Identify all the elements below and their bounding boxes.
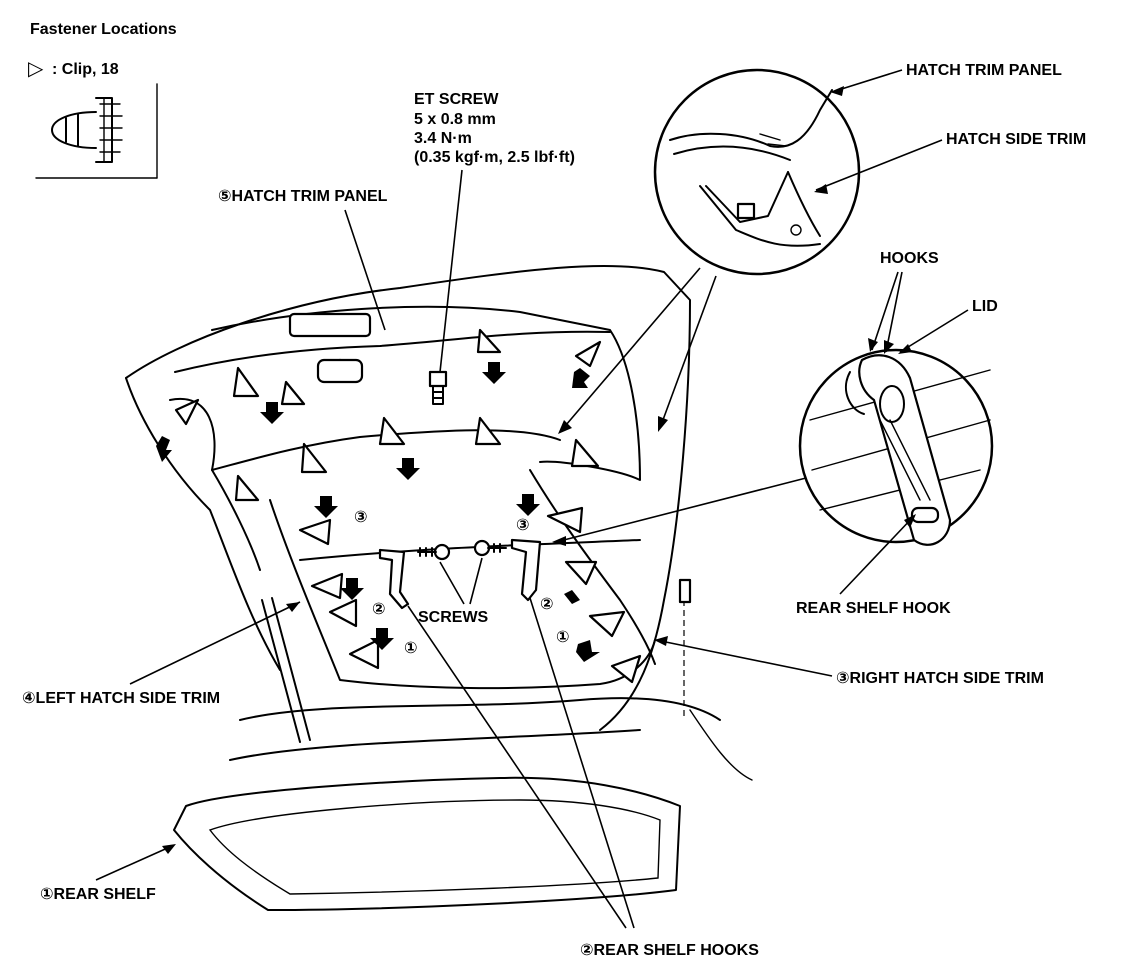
clip-marker [546,506,584,534]
clip-marker [378,416,406,446]
rear-shelf-hook-left [378,548,410,610]
clip-markers [174,328,642,684]
et-screw-torque-alt: (0.35 kgf·m, 2.5 lbf·ft) [414,149,575,166]
step-marker-three: ③ [354,509,368,526]
removal-direction-arrows [156,362,600,662]
rear-shelf-leader [95,845,173,881]
clip-marker [588,610,626,638]
lid-label: LID [972,298,998,315]
right-hatch-side-trim-leader [655,639,833,677]
rear-shelf-hook-right [510,538,542,602]
detail-hatch-side-trim-leader [815,139,943,191]
rear-shelf-hooks-leader [407,597,635,929]
clip-marker [570,438,600,468]
clip-marker [300,442,328,474]
clip-legend-text: : Clip, 18 [52,61,119,78]
right-hatch-side-trim-label: ③RIGHT HATCH SIDE TRIM [836,670,1044,687]
step-marker-two: ② [372,601,386,618]
detail-hatch-trim-panel-leader [831,69,903,93]
screw-left [417,543,451,561]
clip-marker [310,572,344,600]
detail-hatch-trim-panel-label: HATCH TRIM PANEL [906,62,1062,79]
hooks-leader [871,271,903,353]
hooks-label: HOOKS [880,250,939,267]
diagram-title: Fastener Locations [30,21,177,38]
detail1-pointer [659,275,717,429]
screws-label: SCREWS [418,609,489,626]
clip-marker [328,598,358,628]
detail-hatch-side-trim [653,68,861,276]
detail1-pointer [559,267,701,433]
clip-marker [174,398,200,426]
hatch-trim-panel-leader [344,209,386,331]
clip-marker [474,416,502,446]
left-hatch-side-trim-label: ④LEFT HATCH SIDE TRIM [22,690,220,707]
clip-marker [234,474,260,502]
clip-marker [298,518,332,546]
et-screw [428,370,448,405]
clip-marker [610,654,642,684]
clip-marker [280,380,306,406]
screws-leader [439,557,483,605]
step-marker-three: ③ [516,517,530,534]
step-marker-one: ① [556,629,570,646]
rear-shelf-hook-leader [839,515,915,595]
detail-rear-shelf-hook [798,348,994,546]
clip-marker [574,340,602,368]
left-hatch-side-trim-leader [129,601,301,685]
et-screw-torque-nm: 3.4 N·m [414,130,472,147]
detail-hatch-side-trim-label: HATCH SIDE TRIM [946,131,1086,148]
clip-illustration [35,83,158,179]
rear-shelf [173,776,681,911]
step-marker-one: ① [404,640,418,657]
et-screw-leader [439,169,463,373]
lid-leader [899,309,969,353]
clip-marker [232,366,260,398]
et-screw-title: ET SCREW [414,91,499,108]
hatch-trim-panel-callout: ⑤HATCH TRIM PANEL [218,188,388,205]
rear-shelf-hook-label: REAR SHELF HOOK [796,600,951,617]
detail2-pointer [555,477,807,543]
clip-marker [476,328,502,354]
rear-shelf-hooks-label: ②REAR SHELF HOOKS [580,942,759,959]
et-screw-size: 5 x 0.8 mm [414,111,496,128]
clip-marker [348,638,380,670]
step-marker-two: ② [540,596,554,613]
clip-legend-symbol: ▷ [28,58,44,80]
rear-shelf-label: ①REAR SHELF [40,886,156,903]
clip-marker [564,560,598,586]
screw-right [473,539,507,557]
hatch-assembly [125,264,753,781]
